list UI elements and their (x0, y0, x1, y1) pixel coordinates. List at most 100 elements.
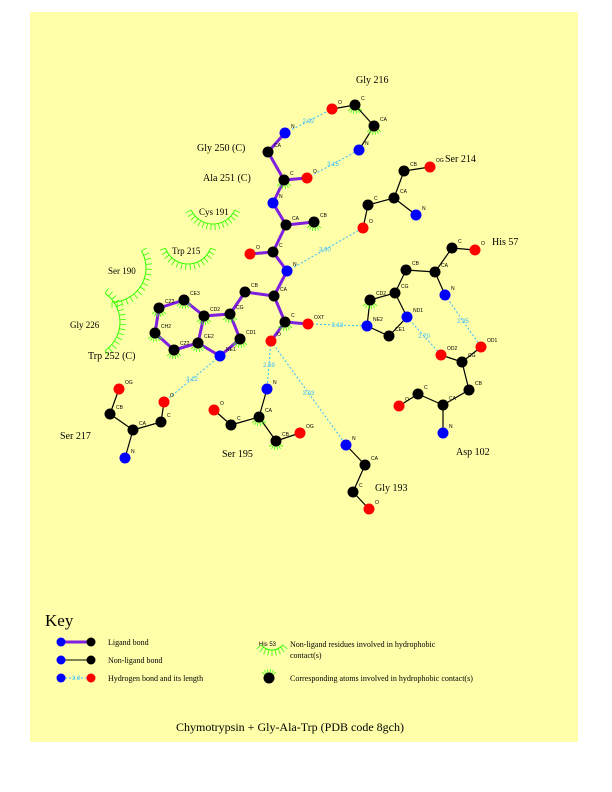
hydrophobic-spike (166, 352, 171, 357)
hydrogen-bond-length: 3.03 (303, 391, 315, 397)
nitrogen-atom-icon (56, 673, 66, 683)
hydrophobic-spike (161, 312, 164, 316)
hydrophobic-atom-icon (261, 669, 277, 684)
residue-label-gly216: Gly 216 (356, 75, 389, 86)
carbon-atom (359, 459, 371, 471)
atom-label: CD1 (246, 330, 256, 336)
residue-labels: Gly 250 (C)Ala 251 (C)Trp 252 (C)Gly 216… (60, 75, 518, 494)
hydrophobic-arc (104, 292, 121, 352)
hydrophobic-spike (186, 304, 189, 308)
atom-label: C (359, 483, 363, 489)
hydrophobic-spike (200, 347, 203, 351)
hydrophobic-arc (111, 250, 147, 303)
hydrophobic-spike (203, 257, 209, 263)
atom-label: C (424, 385, 428, 391)
hydrogen-bond (306, 149, 360, 179)
hydrogen-bond-length: 3.13 (332, 323, 344, 329)
hydrophobic-spike (269, 669, 271, 674)
hydrophobic-spike (159, 312, 161, 317)
atom-label: CE3 (190, 291, 200, 297)
hydrophobic-spike (347, 107, 352, 112)
carbon-atom (280, 219, 292, 231)
hydrophobic-spike (230, 318, 232, 323)
hydrophobic-spike (362, 302, 367, 307)
carbon-atom (429, 266, 441, 278)
hydrophobic-spike (157, 312, 159, 317)
atom-label: CZ2 (180, 341, 190, 347)
hydrophobic-spike (185, 209, 192, 214)
residue-label-his57: His 57 (492, 237, 518, 248)
hydrophobic-spike (167, 257, 173, 263)
hydrophobic-spike (228, 318, 230, 323)
atom-label: CA (380, 117, 388, 123)
hydrophobic-spike (283, 326, 285, 331)
hydrophobic-spike (271, 670, 274, 674)
nitrogen-atom (401, 311, 413, 323)
hydrophobic-spike (157, 337, 160, 341)
hydrophobic-spike (125, 298, 129, 305)
atom-label: N (279, 194, 283, 200)
carbon-atom (383, 330, 395, 342)
oxygen-atom (158, 396, 170, 408)
atom-label: CZ3 (165, 299, 175, 305)
carbon-atom (198, 310, 210, 322)
hydrophobic-spike (256, 644, 262, 650)
hydrophobic-spike (373, 302, 378, 307)
atom-label: N (293, 262, 297, 268)
hydrophobic-spike (171, 259, 176, 266)
hydrophobic-spike (370, 304, 372, 309)
atom-label: C (458, 239, 462, 245)
hydrophobic-spike (251, 419, 256, 424)
hydrophobic-spike (262, 419, 267, 424)
atom-label: CD2 (210, 307, 220, 313)
hydrophobic-spike (197, 261, 201, 268)
carbon-atom (308, 216, 320, 228)
oxygen-atom (469, 244, 481, 256)
hydrophobic-spike (287, 182, 292, 187)
hydrophobic-spike (129, 296, 134, 303)
atom-label: OD2 (447, 346, 458, 352)
atom-label: N (273, 380, 277, 386)
atom-label: N (131, 449, 135, 455)
hydrophobic-spike (368, 304, 370, 309)
atom-label: N (365, 141, 369, 147)
atom-label: N (352, 436, 356, 442)
atom-label: N (291, 124, 295, 130)
carbon-atom (362, 199, 374, 211)
hydrophobic-spike (174, 354, 176, 359)
nitrogen-atom (437, 427, 449, 439)
hydrophobic-spike (159, 247, 166, 251)
oxygen-atom (301, 172, 313, 184)
hydrophobic-spike (119, 328, 126, 331)
hydrophobic-spike (243, 341, 248, 346)
nitrogen-atom (281, 265, 293, 277)
hydrophobic-spike (280, 326, 283, 330)
atom-label: N (422, 206, 426, 212)
nitrogen-atom (439, 289, 451, 301)
carbon-atom (262, 146, 274, 158)
atom-label: C (374, 196, 378, 202)
carbon-atom (253, 411, 265, 423)
hydrophobic-spike (254, 421, 257, 425)
hydrogen-bond-length: 3.15 (327, 162, 339, 168)
hydrophobic-spike (198, 347, 200, 352)
hydrophobic-spike (286, 184, 289, 188)
key-heading: Key (45, 611, 74, 630)
hydrophobic-spike (259, 421, 261, 426)
hydrophobic-spike (312, 226, 314, 231)
hydrophobic-spike (176, 354, 179, 358)
hydrogen-bond-length: 2.92 (303, 119, 315, 125)
atom-label: O (220, 401, 224, 407)
hydrophobic-spike (353, 109, 355, 114)
hydrophobic-spike (365, 304, 368, 308)
hydrophobic-spike (280, 646, 285, 653)
key-hydrophobic-residues-line2: contact(s) (290, 651, 322, 660)
hydrophobic-spike (108, 291, 113, 297)
hydrophobic-spike (201, 222, 205, 229)
hydrophobic-spike (187, 302, 192, 307)
hydrogen-bond-length: 3.12 (186, 377, 198, 383)
diagram-title: Chymotrypsin + Gly-Ala-Trp (PDB code 8gc… (176, 720, 404, 734)
oxygen-atom (435, 349, 447, 361)
ligand-residue-label: Trp 252 (C) (88, 351, 135, 362)
oxygen-atom (393, 400, 405, 412)
